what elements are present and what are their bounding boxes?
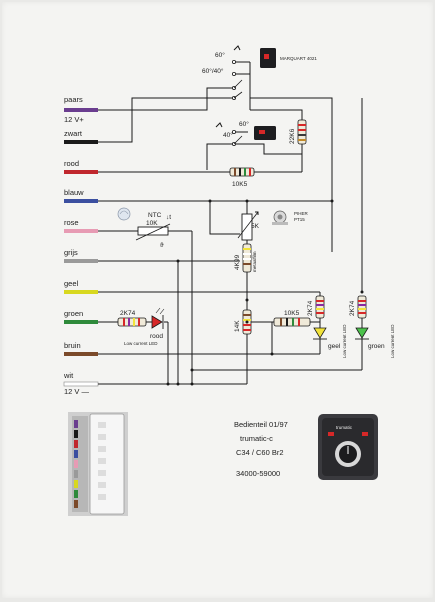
wire-label-groen: groen [64,309,83,318]
ntc-thermistor: NTC 10K ↓t ϑ [117,207,171,249]
wire-label-wit: wit [63,371,74,380]
wire-label-zwart: zwart [64,129,83,138]
led-red: rood Low current LED [124,307,165,346]
r-2k74-mid-label: 2K74 [307,300,314,316]
wire-label-blauw: blauw [64,188,84,197]
control-panel-photo: trumatic [318,414,378,480]
wire-blauw [64,199,98,203]
wire-label-paars: paars [64,95,83,104]
led-yellow-label: geel [328,343,341,350]
r-14k-label: 14K [234,320,241,332]
switch-mid-label-a: 60° [239,120,249,128]
resistor-10k5-top: 10K5 [229,167,255,188]
piher-label: PIHER [294,211,309,216]
wire-label-rood: rood [64,159,79,168]
wire-label-rose: rose [64,218,79,227]
led-green-note: Low current LED [390,324,395,358]
wire-bruin [64,352,98,356]
r-10k5-bottom-label: 10K5 [284,310,300,317]
wire-terminals: paars 12 V+ zwart rood blauw rose grijs … [63,95,99,396]
wire-label-grijs: grijs [64,248,78,257]
marquart-switch: MARQUART 4021 [260,48,317,68]
ntc-theta: ϑ [160,242,164,249]
r-2k74-right-label: 2K74 [349,300,356,316]
info-line-2: trumatic-c [240,434,273,443]
led-green-label: groen [368,343,385,350]
ntc-label: NTC [148,212,162,219]
led-green-icon [355,327,369,339]
led-yellow-icon [313,327,327,339]
resistor-10k5-bottom: 10K5 [273,310,311,327]
thermal-switch-mid: 60° 40° [215,120,276,146]
potentiometer-5k: 5K PIHER PT15 [237,210,309,241]
circuit-wiring [98,61,363,385]
wire-grijs [64,259,98,263]
ntc-value: 10K [146,220,158,227]
resistor-2k74-mid: 2K74 [307,295,325,319]
r-4k99-label: 4K99 [234,254,241,270]
piher-model: PT15 [294,217,305,222]
wire-label-geel: geel [64,279,79,288]
resistor-2k74-left: 2K74 [117,310,147,327]
led-yellow: geel Low current LED [313,324,347,358]
info-line-1: Bedienteil 01/97 [234,420,288,429]
pot-5k-label: 5K [251,223,260,230]
switch-mid-label-b: 40° [223,131,233,139]
wire-paars [64,108,98,112]
switch-top-label-a: 60° [215,51,225,59]
ntc-symbol: ↓t [166,214,171,221]
r-10k5-top-label: 10K5 [232,181,248,188]
connector-photo [68,412,128,516]
led-red-icon [151,315,163,329]
wire-groen [64,320,98,324]
resistor-4k99: 4K99 metaalfilm [234,243,257,273]
switch-top-label-b: 60°/40° [202,67,224,75]
ntc-sensor-icon [117,207,131,221]
wire-rose [64,229,98,233]
wire-zwart [64,140,98,144]
panel-brand: trumatic [336,425,353,430]
wire-rood [64,170,98,174]
led-red-note: Low current LED [124,341,158,346]
wire-sublabel-paars: 12 V+ [64,115,84,124]
led-red-label: rood [150,333,163,340]
r-2k74-left-label: 2K74 [120,310,136,317]
resistor-2k74-right: 2K74 [349,295,367,319]
wire-sublabel-wit: 12 V — [64,387,90,396]
r-22k6-label: 22K6 [289,128,296,144]
resistor-22k6: 22K6 [289,119,307,145]
led-green: groen Low current LED [355,324,395,358]
wire-label-bruin: bruin [64,341,81,350]
wire-wit [63,381,99,387]
thermal-switch-top: 60° 60°/40° [202,45,243,101]
part-info: Bedienteil 01/97 trumatic-c C34 / C60 Br… [234,420,288,478]
info-line-3: C34 / C60 Br2 [236,448,284,457]
junction-dots [166,199,364,386]
wire-geel [64,290,98,294]
info-line-4: 34000-59000 [236,469,280,478]
marquart-label: MARQUART 4021 [280,56,317,61]
piher-trimmer-icon [272,210,288,225]
led-yellow-note: Low current LED [342,324,347,358]
r-4k99-note: metaalfilm [252,251,257,272]
